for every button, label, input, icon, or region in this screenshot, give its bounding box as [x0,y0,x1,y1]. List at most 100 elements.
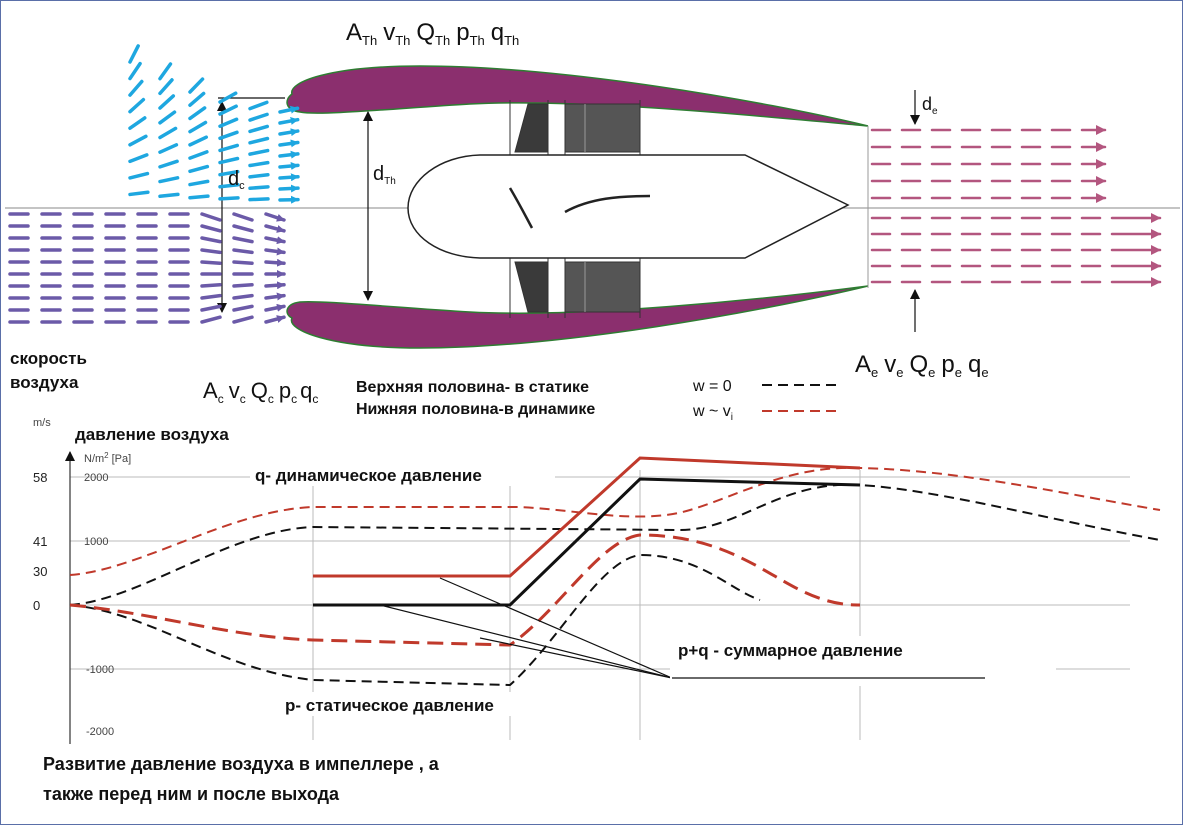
streamline-top-5-0 [128,134,148,147]
streamline-top-0-0 [128,44,140,64]
graph-grid [70,470,1130,740]
streamline-top-4-4 [248,148,270,156]
streamline-top-3-1 [158,110,177,125]
streamline-top-5-3 [218,156,240,165]
streamline-top-8-3 [218,196,240,201]
caption-line2: также перед ним и после выхода [43,784,340,804]
streamline-top-5-5 [278,161,300,170]
streamline-bottom-4-6 [200,260,222,265]
streamline-top-7-4 [248,185,270,191]
right-tick-minus-2000: -2000 [86,726,114,738]
lower-nacelle-lip [286,285,869,349]
d-th-label: dTh [373,163,396,187]
blade-curve-1 [508,187,534,229]
total-pressure-red-line [313,456,861,578]
streamline-bottom-6-7 [232,283,254,288]
streamline-bottom-6-6 [200,283,222,288]
streamline-bottom-8-7 [232,304,254,312]
streamline-top-6-3 [218,169,240,177]
streamline-bottom-0-6 [200,212,222,222]
streamline-top-3-2 [188,120,208,134]
streamline-top-7-0 [128,171,150,180]
q-dynamic-pressure-label: q- динамическое давление [255,466,482,485]
streamline-top-1-2 [188,91,206,107]
inflow-top-streamlines [128,44,300,204]
legend: Верхняя половина- в статике w = 0 Нижняя… [356,378,842,423]
streamline-top-0-4 [248,100,269,111]
streamline-top-6-0 [128,153,149,164]
legend-lower-formula: w ~ vi [692,403,733,423]
left-tick-58: 58 [33,470,47,485]
streamline-bottom-1-8 [264,224,286,233]
d-c-label: dc [228,168,245,192]
streamline-top-2-3 [218,117,239,128]
streamline-bottom-4-8 [264,258,286,267]
spinner-hub [407,154,850,259]
caption-line1: Развитие давление воздуха в импеллере , … [43,754,440,774]
streamline-top-6-5 [278,173,300,182]
streamline-bottom-2-6 [200,236,222,244]
d-e-label: de [922,94,938,117]
streamline-top-3-5 [278,139,300,148]
static-pressure-black-line [313,477,861,607]
legend-upper-formula: w = 0 [692,378,732,395]
streamline-top-6-4 [248,172,270,179]
streamline-top-1-3 [218,104,238,116]
left-tick-41: 41 [33,534,47,549]
streamline-top-2-4 [248,124,270,134]
streamline-top-8-0 [128,190,150,197]
streamline-top-4-1 [158,126,178,140]
streamline-bottom-9-8 [264,315,286,324]
streamline-bottom-9-7 [232,315,254,324]
streamline-top-1-4 [248,112,269,122]
legend-lower-label: Нижняя половина-в динамике [356,401,595,418]
right-axis-unit: N/m2[Pa] [84,451,131,465]
inflow-bottom-streamlines [8,212,286,324]
p-static-pressure-label: p- статическое давление [285,696,494,715]
exhaust-streamlines [870,125,1162,287]
streamline-top-6-1 [158,159,179,169]
blade-curve-2 [564,194,651,214]
pressure-graph: m/s давление воздуха N/m2[Pa] 58 41 30 0… [33,417,1161,744]
streamline-top-3-4 [248,136,270,145]
static-lower-dashed-curve [69,553,761,687]
streamline-top-7-1 [158,176,180,184]
left-axis-unit: m/s [33,417,51,429]
streamline-bottom-2-7 [232,236,254,244]
streamline-bottom-8-6 [200,304,222,312]
streamline-bottom-3-7 [232,248,254,255]
streamline-bottom-0-7 [232,212,254,222]
streamline-bottom-8-8 [264,303,286,312]
pq-total-pressure-label: p+q - суммарное давление [678,641,903,660]
streamline-top-8-2 [188,194,210,200]
right-tick-minus-1000: -1000 [86,664,114,676]
streamline-top-4-0 [128,116,147,130]
streamline-top-7-5 [278,184,300,193]
streamline-bottom-7-6 [200,293,222,300]
streamline-top-5-4 [248,160,270,168]
streamline-top-1-0 [128,61,142,81]
streamline-top-0-5 [278,105,300,114]
pressure-title: давление воздуха [75,425,229,444]
right-tick-2000: 2000 [84,472,108,484]
streamline-bottom-9-6 [200,315,222,324]
airspeed-label-line2: воздуха [10,373,79,392]
dynamic-lower-dashed-curve [69,533,861,647]
streamline-top-0-2 [188,77,205,94]
streamline-top-4-3 [218,143,240,153]
streamline-top-4-2 [188,135,209,147]
streamline-top-2-0 [128,79,144,97]
streamline-bottom-1-6 [200,224,222,233]
streamline-bottom-3-8 [264,247,286,256]
streamline-top-2-2 [188,106,207,121]
streamline-top-0-3 [218,91,238,104]
streamline-top-5-1 [158,143,179,154]
streamline-bottom-3-6 [200,248,222,255]
streamline-top-7-3 [218,182,240,189]
